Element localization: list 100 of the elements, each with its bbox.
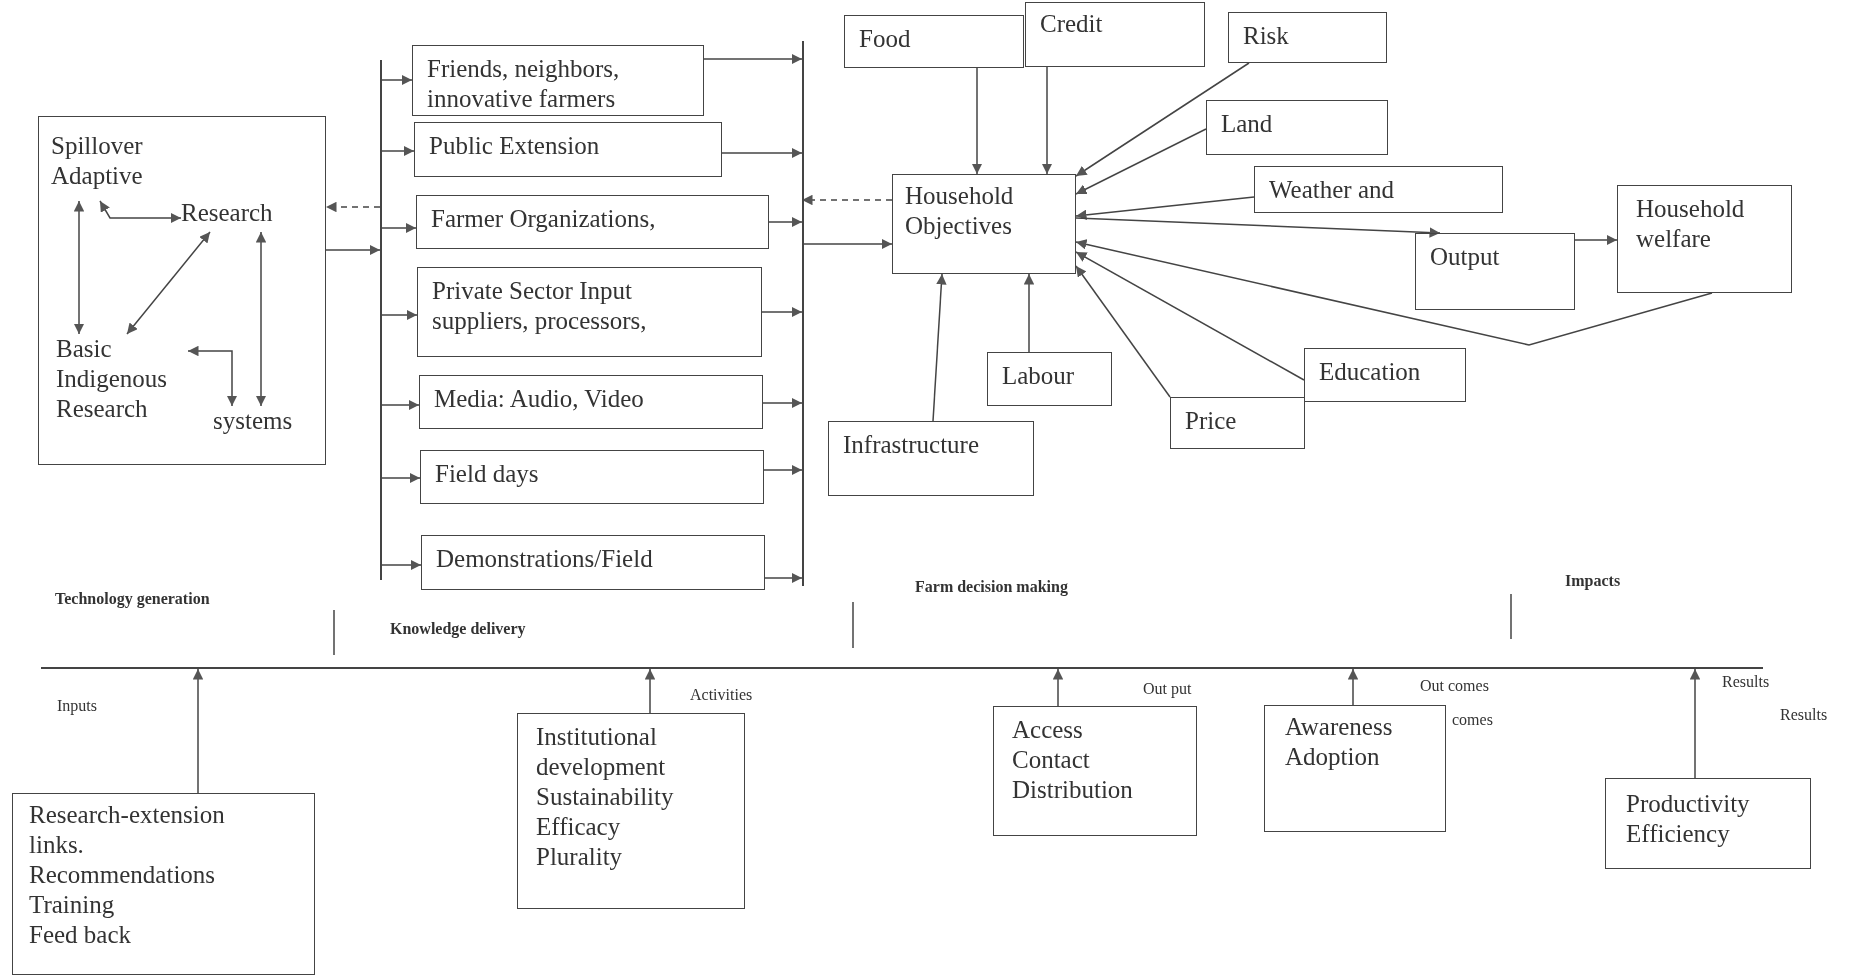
box-text: Efficacy xyxy=(536,812,622,842)
arrow xyxy=(1075,217,1441,238)
stage-label: Inputs xyxy=(57,697,97,715)
bus-line xyxy=(380,60,382,580)
process-box xyxy=(1304,348,1466,402)
process-box xyxy=(416,195,769,249)
box-text: Public Extension xyxy=(429,131,601,161)
arrow xyxy=(99,200,182,224)
box-text: Media: Audio, Video xyxy=(434,384,645,414)
arrow xyxy=(73,200,85,335)
arrow xyxy=(325,244,381,256)
box-text: Access xyxy=(1012,715,1084,745)
process-box xyxy=(417,267,762,357)
arrow xyxy=(187,345,238,407)
process-box xyxy=(828,421,1034,496)
stage-label: Out comes xyxy=(1420,677,1489,695)
timeline-axis xyxy=(41,667,1763,669)
box-text: Farmer Organizations, xyxy=(431,204,657,234)
arrow xyxy=(761,306,803,318)
arrow xyxy=(801,194,893,206)
process-box xyxy=(1617,185,1792,293)
process-box xyxy=(1254,166,1503,213)
process-box xyxy=(987,352,1112,406)
process-box xyxy=(420,450,764,504)
bus-line xyxy=(802,41,804,586)
arrow xyxy=(379,145,415,157)
box-text: Adoption xyxy=(1285,742,1381,772)
process-box xyxy=(421,535,765,590)
arrow xyxy=(1075,128,1207,195)
stage-label: Results xyxy=(1722,673,1770,691)
box-text: Plurality xyxy=(536,842,624,872)
box-text: Household welfare xyxy=(1636,194,1746,254)
arrow xyxy=(126,231,211,335)
arrow xyxy=(763,464,803,476)
process-box xyxy=(1025,2,1205,67)
arrow xyxy=(768,216,803,228)
arrow xyxy=(255,231,267,407)
arrow xyxy=(1347,668,1359,706)
stage-label: Out put xyxy=(1143,680,1192,698)
box-text: Household Objectives xyxy=(905,181,1015,241)
box-text: Efficiency xyxy=(1626,819,1731,849)
box-text: Feed back xyxy=(29,920,133,950)
section-heading: Technology generation xyxy=(55,590,210,608)
arrow xyxy=(379,399,420,411)
arrow xyxy=(971,67,983,175)
process-box xyxy=(1605,778,1811,869)
box-text: Sustainability xyxy=(536,782,675,812)
process-box xyxy=(1415,233,1575,310)
box-text: Distribution xyxy=(1012,775,1134,805)
node-label: Research xyxy=(181,198,273,228)
stage-label: Results xyxy=(1780,706,1828,724)
box-text: Institutional development xyxy=(536,722,667,782)
box-text: Food xyxy=(859,24,912,54)
arrow xyxy=(379,472,421,484)
box-text: Demonstrations/Field xyxy=(436,544,654,574)
box-text: Risk xyxy=(1243,21,1290,51)
box-text: Labour xyxy=(1002,361,1076,391)
box-text: Education xyxy=(1319,357,1422,387)
process-box xyxy=(892,174,1076,274)
arrow xyxy=(1075,62,1250,177)
arrow xyxy=(644,668,656,714)
arrow xyxy=(192,668,204,794)
box-text: Productivity xyxy=(1626,789,1751,819)
box-text: Awareness xyxy=(1285,712,1394,742)
arrow xyxy=(1052,668,1064,707)
process-box xyxy=(414,122,722,177)
arrow xyxy=(1574,234,1618,246)
stage-label: comes xyxy=(1452,711,1493,729)
process-box xyxy=(993,706,1197,836)
box-text: Contact xyxy=(1012,745,1091,775)
process-box xyxy=(12,793,315,975)
arrow xyxy=(703,53,803,65)
arrow xyxy=(1075,196,1255,221)
section-heading: Impacts xyxy=(1565,572,1621,590)
process-box xyxy=(1228,12,1387,63)
arrow xyxy=(379,309,418,321)
box-text: Land xyxy=(1221,109,1274,139)
arrow xyxy=(1023,273,1035,353)
arrow xyxy=(721,147,803,159)
box-text: Recommendations xyxy=(29,860,217,890)
process-box xyxy=(1264,705,1446,832)
box-text: Infrastructure xyxy=(843,430,981,460)
box-text: Friends, neighbors, innovative farmers xyxy=(427,54,621,114)
box-text: Output xyxy=(1430,242,1501,272)
node-label: Basic xyxy=(56,334,112,364)
stage-label: Activities xyxy=(690,686,753,704)
process-box xyxy=(844,15,1024,68)
arrow xyxy=(801,238,893,250)
arrow xyxy=(1075,265,1171,398)
box-text: Training xyxy=(29,890,116,920)
node-label: systems xyxy=(213,406,293,436)
box-text: Price xyxy=(1185,406,1238,436)
section-heading: Farm decision making xyxy=(915,578,1068,596)
box-text: Research-extension links. xyxy=(29,800,226,860)
node-label: Indigenous xyxy=(56,364,168,394)
node-label: Research xyxy=(56,394,148,424)
process-box xyxy=(1206,100,1388,155)
arrow xyxy=(325,201,381,213)
arrow xyxy=(1075,239,1713,346)
arrow xyxy=(379,74,413,86)
